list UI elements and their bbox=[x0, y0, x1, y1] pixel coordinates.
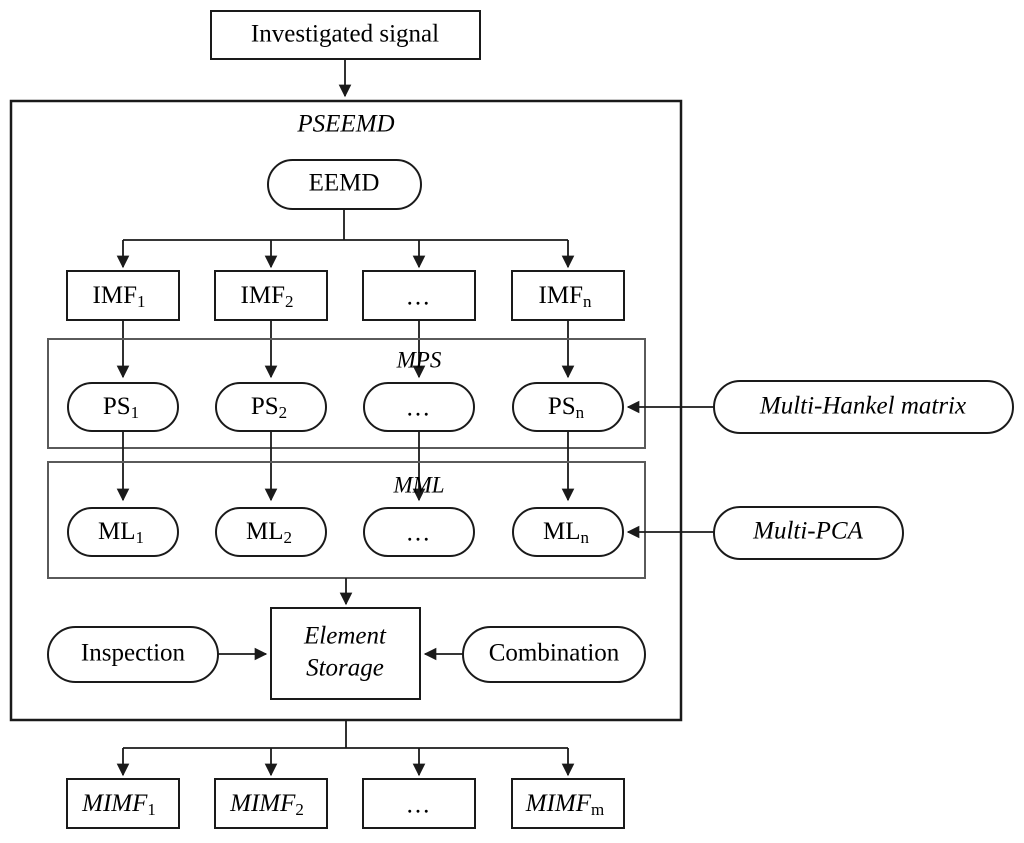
investigated-signal-label: Investigated signal bbox=[251, 21, 439, 48]
mml-group-label: MML bbox=[392, 472, 444, 497]
ml-node-3 bbox=[363, 507, 475, 557]
ml-label-1: ML1 bbox=[98, 518, 144, 547]
mimf-label-1: MIMF1 bbox=[81, 790, 156, 819]
ml-node-1 bbox=[67, 507, 179, 557]
ml-label-n: MLn bbox=[543, 518, 590, 547]
inspection-label: Inspection bbox=[81, 640, 186, 667]
mimf-box-3 bbox=[362, 778, 476, 829]
element-storage-line2: Storage bbox=[306, 655, 384, 682]
ps-label-2: PS2 bbox=[251, 393, 287, 422]
imf-label-1: IMF1 bbox=[93, 282, 146, 311]
element-storage-line1: Element bbox=[303, 623, 387, 650]
imf-box-2 bbox=[214, 270, 328, 321]
imf-box-1 bbox=[66, 270, 180, 321]
mimf-box-m bbox=[511, 778, 625, 829]
mimf-label-m: MIMFm bbox=[525, 790, 604, 819]
eemd-label: EEMD bbox=[309, 170, 380, 197]
ml-label-3: ... bbox=[407, 520, 432, 547]
ps-label-n: PSn bbox=[548, 393, 585, 422]
imf-label-2: IMF2 bbox=[241, 282, 294, 311]
combination-label: Combination bbox=[489, 640, 620, 667]
imf-box-3 bbox=[362, 270, 476, 321]
ml-node-2 bbox=[215, 507, 327, 557]
mimf-label-3: ... bbox=[407, 792, 432, 819]
multi-hankel-label: Multi-Hankel matrix bbox=[759, 393, 966, 420]
pseemd-container-label: PSEEMD bbox=[296, 111, 394, 138]
imf-label-n: IMFn bbox=[539, 282, 592, 311]
ps-label-3: ... bbox=[407, 395, 432, 422]
imf-label-3: ... bbox=[407, 284, 432, 311]
mps-group-box bbox=[47, 338, 646, 449]
ml-node-n bbox=[512, 507, 624, 557]
mimf-box-2 bbox=[214, 778, 328, 829]
mimf-label-2: MIMF2 bbox=[229, 790, 304, 819]
element-storage-box bbox=[270, 607, 421, 700]
multi-pca-label: Multi-PCA bbox=[752, 518, 863, 545]
mimf-box-1 bbox=[66, 778, 180, 829]
ps-label-1: PS1 bbox=[103, 393, 139, 422]
ml-label-2: ML2 bbox=[246, 518, 292, 547]
imf-box-n bbox=[511, 270, 625, 321]
multi-pca-node bbox=[713, 506, 904, 560]
mps-group-label: MPS bbox=[396, 347, 442, 372]
